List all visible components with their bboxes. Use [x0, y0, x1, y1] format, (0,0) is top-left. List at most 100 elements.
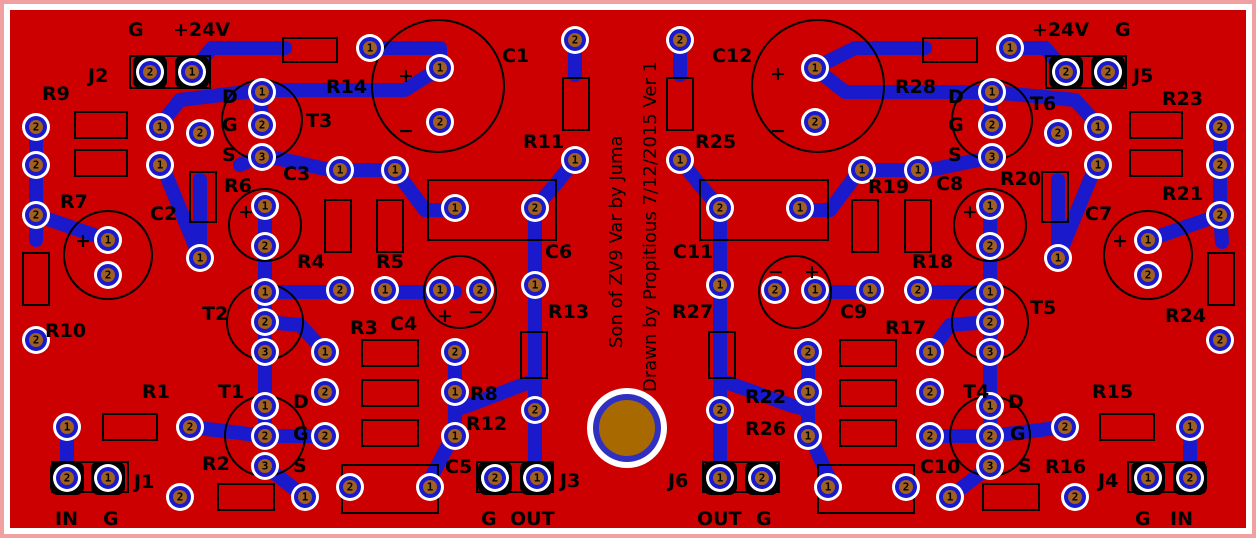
pad: 2	[176, 413, 204, 441]
pad-number: 2	[147, 66, 154, 79]
pad: 2	[251, 308, 279, 336]
label-out-left: OUT	[510, 508, 555, 530]
pad: 2	[978, 111, 1006, 139]
pad: 2	[521, 194, 549, 222]
label-c2: C2	[150, 203, 177, 225]
pad: 2	[706, 396, 734, 424]
pad: 2	[248, 111, 276, 139]
pad: 2	[251, 232, 279, 260]
label-c3: C3	[283, 163, 310, 185]
pad-number: 1	[532, 279, 539, 292]
pad-number: 2	[337, 284, 344, 297]
pad: 1	[786, 194, 814, 222]
pad: 1	[996, 34, 1024, 62]
pad: 2	[916, 378, 944, 406]
label-c7: C7	[1085, 203, 1112, 225]
pad: 2	[892, 473, 920, 501]
pad-number: 1	[1055, 252, 1062, 265]
pad-number: 1	[437, 62, 444, 75]
pad: 1	[53, 413, 81, 441]
pad-number: 1	[1007, 42, 1014, 55]
pad-number: 1	[1095, 159, 1102, 172]
pad-number: 1	[427, 481, 434, 494]
pad-number: 1	[322, 346, 329, 359]
pad-number: 1	[64, 421, 71, 434]
pad-number: 2	[1217, 159, 1224, 172]
pad-number: 2	[1063, 66, 1070, 79]
pad-number: 1	[262, 200, 269, 213]
pad-number: 2	[759, 472, 766, 485]
label-plus-c9: +	[804, 261, 820, 283]
label-r19: R19	[868, 176, 909, 198]
label-c5: C5	[445, 456, 472, 478]
pad-number: 2	[987, 430, 994, 443]
label-r3: R3	[350, 317, 378, 339]
pad-number: 3	[262, 346, 269, 359]
pad-number: 1	[452, 386, 459, 399]
label-t1: T1	[218, 381, 244, 403]
pad: 1	[1084, 113, 1112, 141]
pad: 2	[1206, 113, 1234, 141]
label-r24: R24	[1165, 305, 1206, 327]
pad: 2	[466, 276, 494, 304]
pad: 1	[251, 392, 279, 420]
pad-number: 2	[187, 421, 194, 434]
label-g-j6: G	[756, 508, 772, 530]
pad: 1	[251, 192, 279, 220]
pad-number: 3	[987, 460, 994, 473]
pad: 2	[1049, 55, 1083, 89]
pad: 3	[251, 452, 279, 480]
label-r5: R5	[376, 251, 404, 273]
pad: 1	[666, 146, 694, 174]
pad: 2	[251, 422, 279, 450]
pad-number: 2	[572, 34, 579, 47]
pad: 2	[186, 119, 214, 147]
pad: 2	[94, 261, 122, 289]
pad-number: 3	[262, 460, 269, 473]
label-r4: R4	[297, 251, 325, 273]
pad-number: 1	[797, 202, 804, 215]
label-d-t4: D	[1008, 391, 1024, 413]
label-r11: R11	[523, 131, 564, 153]
pad: 1	[426, 276, 454, 304]
pad-number: 1	[572, 154, 579, 167]
label-plus-c3: +	[238, 201, 254, 223]
label-c6: C6	[545, 241, 572, 263]
pad-number: 2	[1105, 66, 1112, 79]
label-r9: R9	[42, 83, 70, 105]
label-r20: R20	[1000, 168, 1041, 190]
pad: 2	[50, 461, 84, 495]
pad-number: 2	[33, 334, 40, 347]
pad-number: 1	[452, 202, 459, 215]
pad-number: 2	[492, 472, 499, 485]
label-r17: R17	[885, 317, 926, 339]
label-c10: C10	[920, 456, 960, 478]
pad-number: 2	[347, 481, 354, 494]
label-r6: R6	[224, 175, 252, 197]
pad-number: 1	[1095, 121, 1102, 134]
pad-number: 1	[189, 66, 196, 79]
label-s-t1: S	[293, 455, 307, 477]
pad-number: 2	[452, 346, 459, 359]
pad-number: 2	[532, 202, 539, 215]
pad-number: 2	[927, 430, 934, 443]
pad: 2	[794, 338, 822, 366]
pad: 1	[371, 276, 399, 304]
pad: 2	[976, 232, 1004, 260]
pad: 1	[801, 276, 829, 304]
pad-number: 2	[717, 202, 724, 215]
pad: 1	[251, 278, 279, 306]
pad: 2	[1206, 151, 1234, 179]
label-g-j4: G	[1135, 508, 1151, 530]
label-r16: R16	[1045, 456, 1086, 478]
pad-number: 1	[105, 472, 112, 485]
label-g-j2: G	[128, 19, 144, 41]
pad-number: 3	[987, 346, 994, 359]
label-t4: T4	[963, 381, 989, 403]
pad: 2	[426, 108, 454, 136]
pad-number: 2	[177, 491, 184, 504]
pad: 1	[561, 146, 589, 174]
pad-number: 1	[927, 346, 934, 359]
pad-number: 1	[717, 472, 724, 485]
